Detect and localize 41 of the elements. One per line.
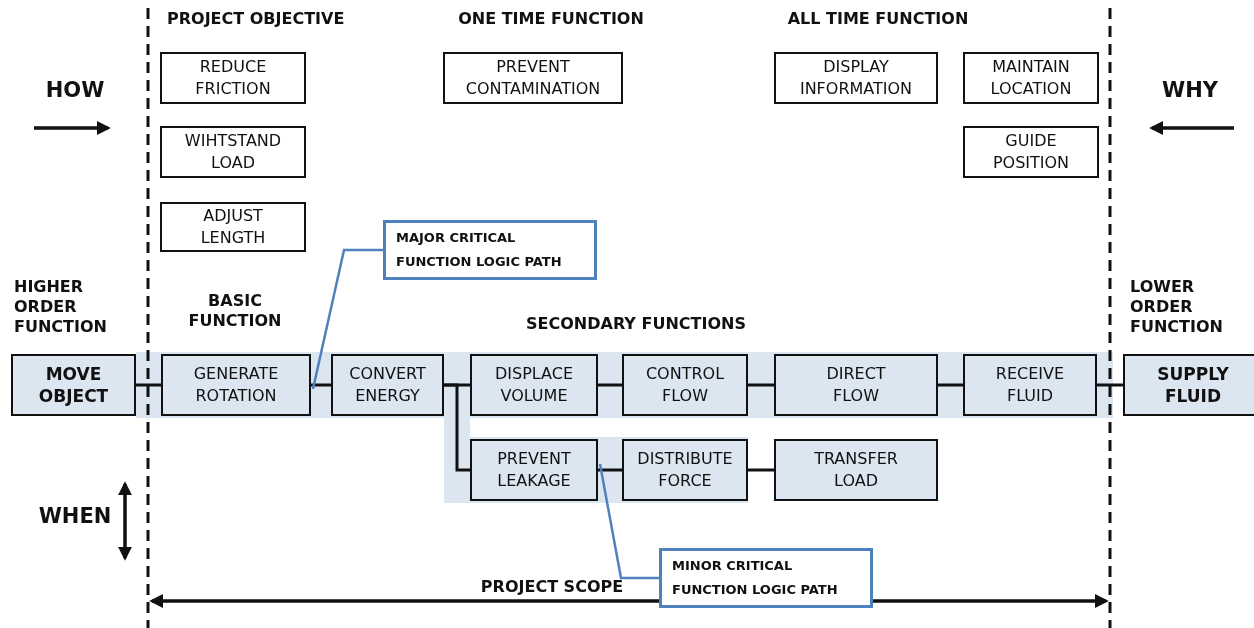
connector-line	[1097, 383, 1123, 387]
function-box: GUIDE POSITION	[963, 126, 1099, 178]
section-heading: SECONDARY FUNCTIONS	[525, 314, 747, 334]
function-box: PREVENT CONTAMINATION	[443, 52, 623, 104]
connector-line	[938, 383, 963, 387]
connector-line	[136, 383, 161, 387]
section-heading: PROJECT OBJECTIVE	[167, 9, 346, 29]
function-box: WIHTSTAND LOAD	[160, 126, 306, 178]
function-box: DISPLAY INFORMATION	[774, 52, 938, 104]
connector-line	[598, 468, 622, 472]
function-box: PREVENT LEAKAGE	[470, 439, 598, 501]
section-heading: ONE TIME FUNCTION	[457, 9, 645, 29]
axis-label: HOW	[44, 78, 106, 102]
function-box: CONTROL FLOW	[622, 354, 748, 416]
callout-box: MAJOR CRITICAL FUNCTION LOGIC PATH	[383, 220, 597, 280]
connector-line	[444, 383, 470, 472]
section-heading: LOWER ORDER FUNCTION	[1130, 277, 1224, 337]
function-box: CONVERT ENERGY	[331, 354, 444, 416]
function-box: MOVE OBJECT	[11, 354, 136, 416]
section-heading: ALL TIME FUNCTION	[786, 9, 970, 29]
function-box: SUPPLY FLUID	[1123, 354, 1254, 416]
connector-line	[311, 383, 331, 387]
axis-label: WHY	[1161, 78, 1219, 102]
connector-line	[748, 383, 774, 387]
leader-line	[311, 248, 383, 390]
function-box: DISPLACE VOLUME	[470, 354, 598, 416]
axis-label: WHEN	[37, 504, 113, 528]
leader-line	[598, 463, 659, 580]
connector-line	[748, 468, 774, 472]
function-box: GENERATE ROTATION	[161, 354, 311, 416]
function-box: DISTRIBUTE FORCE	[622, 439, 748, 501]
function-box: TRANSFER LOAD	[774, 439, 938, 501]
function-box: MAINTAIN LOCATION	[963, 52, 1099, 104]
connector-line	[598, 383, 622, 387]
function-box: RECEIVE FLUID	[963, 354, 1097, 416]
section-heading: HIGHER ORDER FUNCTION	[14, 277, 108, 337]
function-box: REDUCE FRICTION	[160, 52, 306, 104]
section-heading: BASIC FUNCTION	[187, 291, 283, 331]
function-box: DIRECT FLOW	[774, 354, 938, 416]
callout-box: MINOR CRITICAL FUNCTION LOGIC PATH	[659, 548, 873, 608]
function-box: ADJUST LENGTH	[160, 202, 306, 252]
